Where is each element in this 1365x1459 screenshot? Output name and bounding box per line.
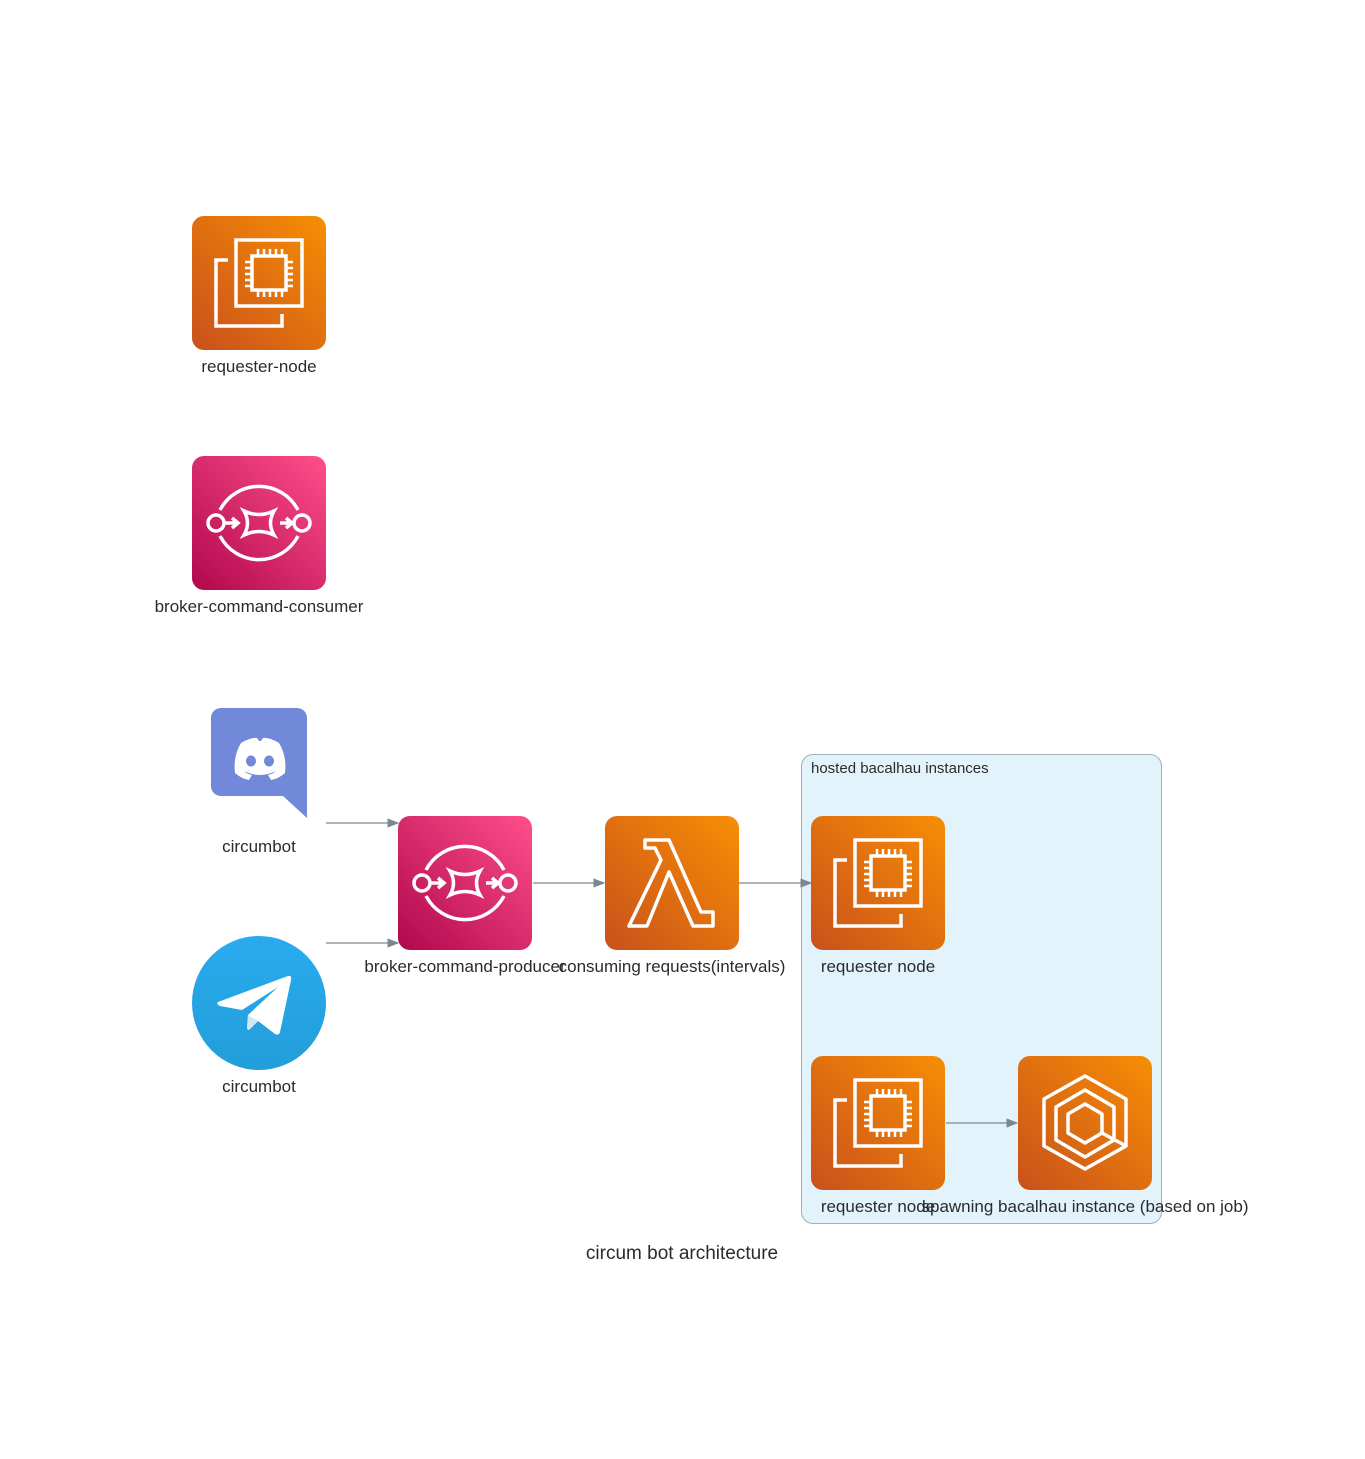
circumbot-telegram-label: circumbot bbox=[222, 1077, 296, 1096]
ec2-icon bbox=[811, 816, 945, 950]
cluster-label: hosted bacalhau instances bbox=[811, 760, 989, 777]
broker-command-producer-label: broker-command-producer bbox=[364, 957, 566, 976]
requester-node-1-label: requester node bbox=[820, 957, 936, 976]
consuming-requests-label: consuming requests(intervals) bbox=[558, 957, 786, 976]
telegram-icon bbox=[192, 936, 326, 1070]
spawning-instance-label: spawning bacalhau instance (based on job… bbox=[921, 1197, 1249, 1216]
circumbot-discord-label: circumbot bbox=[222, 837, 296, 856]
sqs-icon bbox=[192, 456, 326, 590]
diagram-title: circum bot architecture bbox=[585, 1243, 779, 1264]
requester-node-2-label: requester node bbox=[820, 1197, 936, 1216]
broker-command-consumer-label: broker-command-consumer bbox=[154, 597, 364, 616]
discord-icon bbox=[211, 708, 307, 818]
ec2-icon bbox=[192, 216, 326, 350]
requester-node-label: requester-node bbox=[201, 357, 317, 376]
lambda-icon bbox=[605, 816, 739, 950]
sqs-icon bbox=[398, 816, 532, 950]
ec2-icon bbox=[811, 1056, 945, 1190]
ecs-icon bbox=[1018, 1056, 1152, 1190]
